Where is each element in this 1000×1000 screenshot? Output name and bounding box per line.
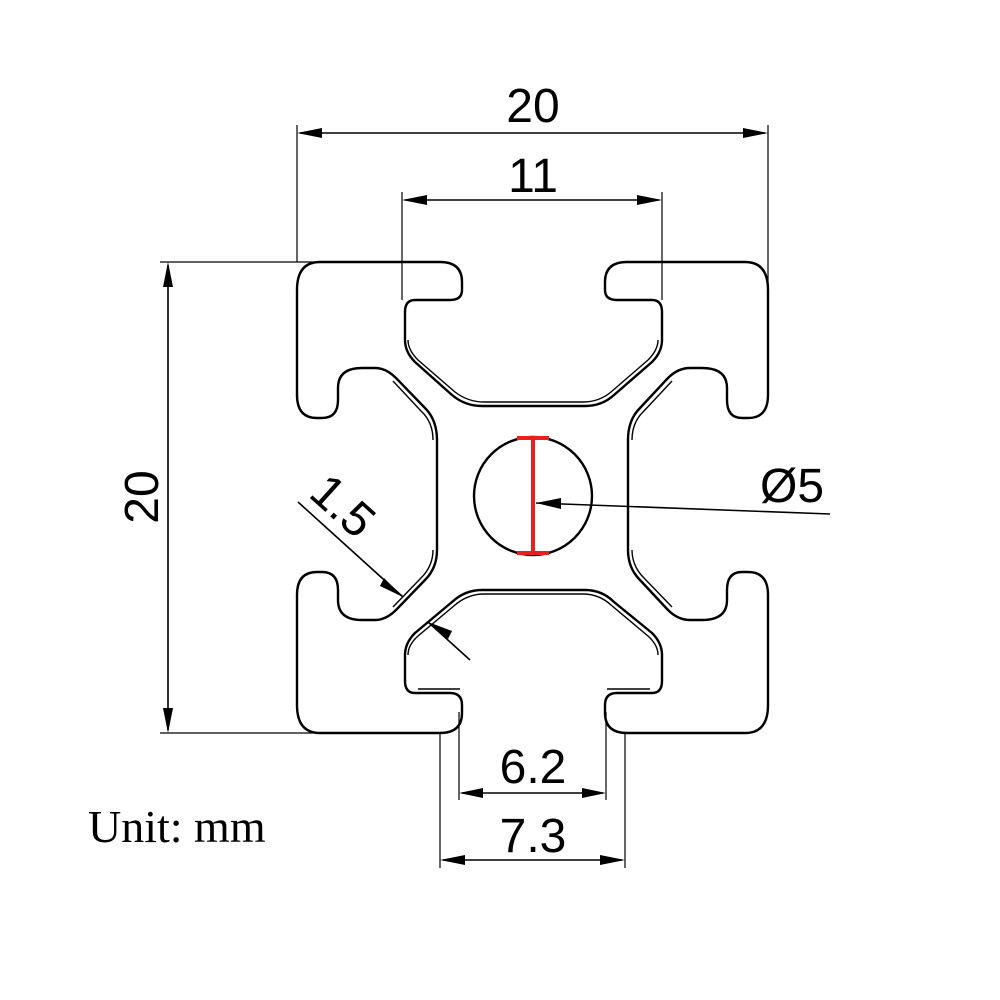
dim-overall-width-label: 20 — [506, 80, 559, 133]
unit-label: Unit: mm — [88, 801, 266, 852]
dim-slot-inner: 6.2 — [458, 712, 607, 800]
dim-overall-height: 20 — [116, 261, 320, 734]
dim-slot-opening: 11 — [401, 150, 663, 300]
profile-inner-edge-top — [407, 339, 659, 403]
dim-wall-thickness-label: 1.5 — [300, 464, 385, 548]
dim-hole-diameter-label: Ø5 — [760, 460, 824, 513]
profile-inner-edge-bottom — [407, 593, 659, 656]
dim-slot-opening-label: 11 — [508, 150, 558, 203]
profile-outline — [295, 260, 770, 735]
dim-slot-outer-label: 7.3 — [500, 810, 567, 863]
profile-outer-contour — [295, 260, 770, 735]
profile-inner-edge-left — [392, 380, 434, 608]
profile-inner-edge-right — [631, 380, 673, 608]
dim-overall-height-label: 20 — [116, 470, 169, 523]
dim-slot-inner-label: 6.2 — [500, 741, 567, 794]
dim-wall-thickness: 1.5 — [297, 464, 471, 661]
dim-slot-outer: 7.3 — [439, 733, 626, 868]
dim-hole-diameter: Ø5 — [535, 460, 831, 515]
dim-overall-width: 20 — [296, 80, 769, 290]
